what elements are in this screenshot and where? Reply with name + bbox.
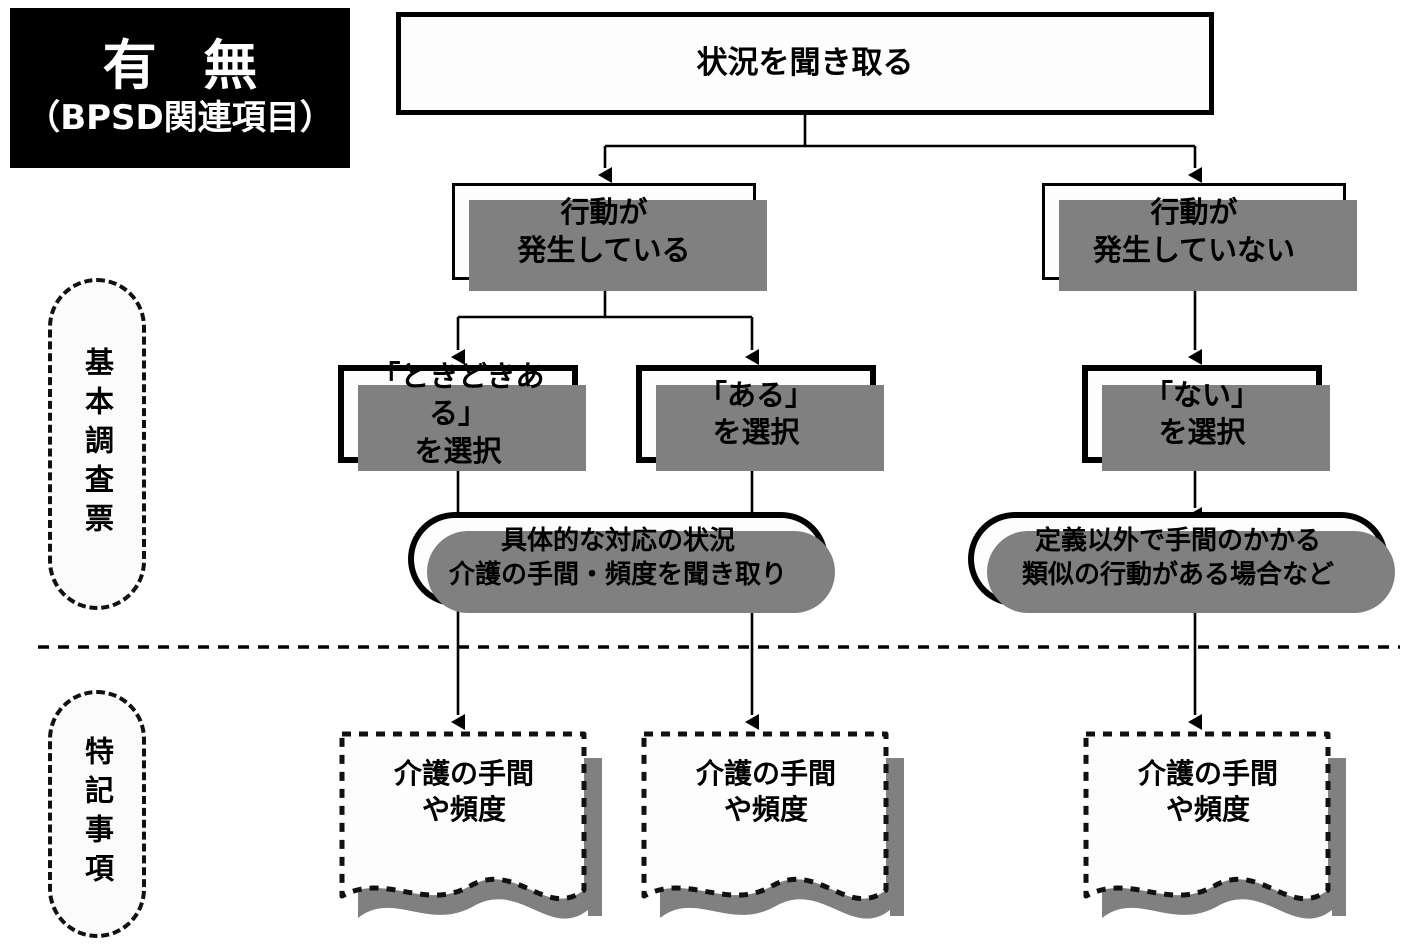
node-similar-behavior-text: 定義以外で手間のかかる 類似の行動がある場合など [1021,526,1334,590]
node-choice-no[interactable]: 「ない」 を選択 [1082,365,1330,471]
node-behavior-occurring[interactable]: 行動が 発生している [452,183,767,291]
node-choice-no-text: 「ない」 を選択 [1143,377,1260,449]
node-behavior-not-occurring-text: 行動が 発生していない [1092,195,1296,267]
doc-shape-right [1083,731,1346,919]
node-choice-sometimes[interactable]: 「ときどきある」 を選択 [338,359,586,471]
node-behavior-not-occurring[interactable]: 行動が 発生していない [1042,183,1357,291]
node-hear-situation[interactable]: 状況を聞き取る [396,12,1214,115]
node-doc-care-effort-right-text: 介護の手間 や頻度 [1137,757,1278,827]
doc-shape-left [339,731,602,919]
node-choice-sometimes-text: 「ときどきある」 を選択 [371,359,545,468]
title-main: 有 無 [102,34,272,98]
side-label-special-notes-text: 特記事項 [80,736,115,892]
node-doc-care-effort-mid-text: 介護の手間 や頻度 [695,757,836,827]
node-doc-care-effort-right[interactable]: 介護の手間 や頻度 [1082,730,1346,926]
node-similar-behavior[interactable]: 定義以外で手間のかかる 類似の行動がある場合など [968,512,1395,613]
side-label-basic-survey: 基本調査票 [48,278,154,618]
doc-shape-mid [641,731,904,919]
node-doc-care-effort-mid[interactable]: 介護の手間 や頻度 [640,730,904,926]
side-label-special-notes: 特記事項 [48,690,154,946]
node-detail-interview-text: 具体的な対応の状況 介護の手間・頻度を聞き取り [448,526,787,590]
side-label-basic-survey-text: 基本調査票 [80,346,115,542]
node-choice-yes[interactable]: 「ある」 を選択 [636,365,884,471]
node-behavior-occurring-text: 行動が 発生している [517,195,691,267]
node-detail-interview[interactable]: 具体的な対応の状況 介護の手間・頻度を聞き取り [408,512,835,613]
title-block: 有 無 （BPSD関連項目） [10,8,350,168]
node-doc-care-effort-left-text: 介護の手間 や頻度 [393,757,534,827]
title-subtitle: （BPSD関連項目） [26,97,334,138]
node-doc-care-effort-left[interactable]: 介護の手間 や頻度 [338,730,602,926]
node-choice-yes-text: 「ある」 を選択 [697,377,814,449]
